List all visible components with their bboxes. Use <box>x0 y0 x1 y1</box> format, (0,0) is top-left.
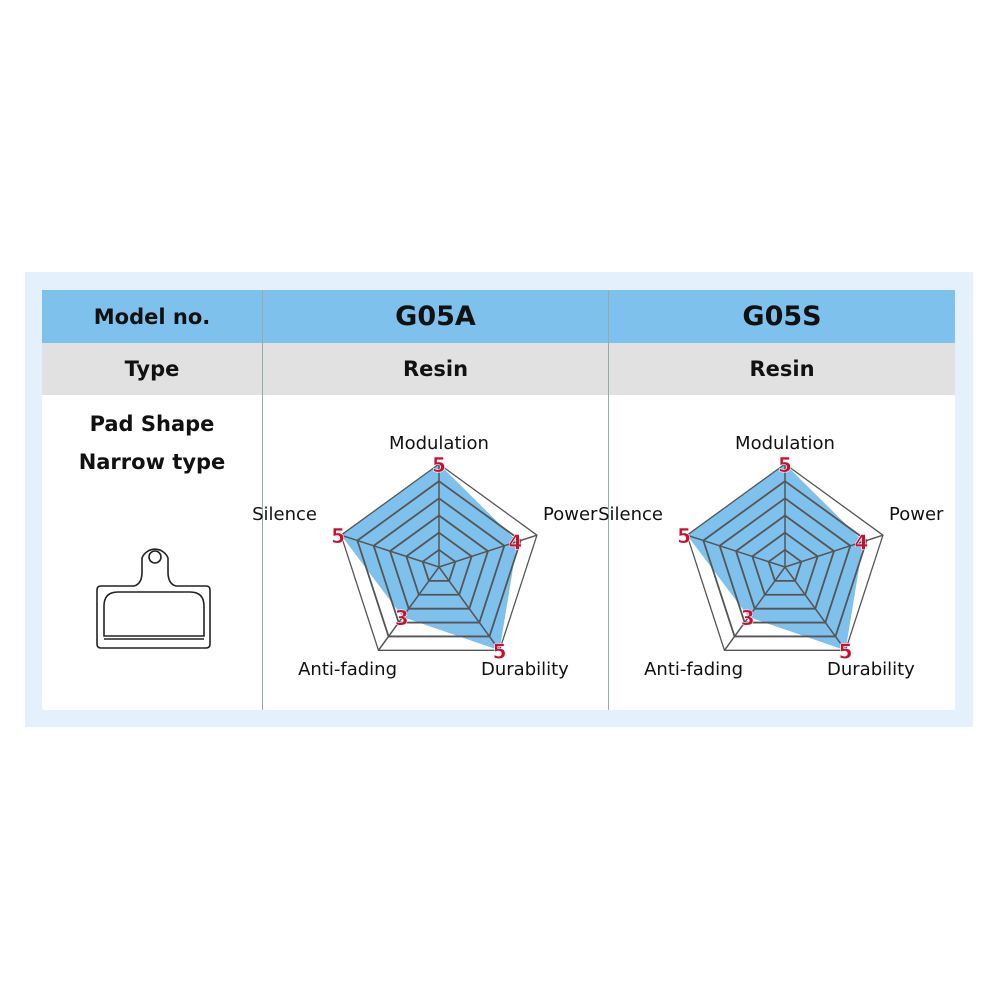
radar-chart-g05s: Modulation5Power4Durability5Anti-fading3… <box>598 433 944 680</box>
value-label: 5 <box>331 524 345 548</box>
value-label: 5 <box>778 453 792 477</box>
value-label: 4 <box>508 531 522 555</box>
type-g05a: Resin <box>263 343 608 395</box>
grid-ring <box>718 497 852 624</box>
axis-label-silence: Silence <box>252 504 317 525</box>
axis-label-modulation: Modulation <box>735 433 835 454</box>
type-label: Type <box>42 343 262 395</box>
grid-ring <box>421 548 457 582</box>
axis-line <box>438 534 538 568</box>
model-g05s-header: G05S <box>609 290 955 343</box>
type-g05s: Resin <box>609 343 955 395</box>
axis-line <box>784 566 847 651</box>
grid-ring <box>702 480 868 638</box>
value-label: 3 <box>741 606 755 630</box>
value-label: 4 <box>854 531 868 555</box>
divider <box>262 290 263 710</box>
axis-line <box>340 534 440 568</box>
axis-label-durability: Durability <box>827 659 915 680</box>
axis-label-power: Power <box>889 504 944 525</box>
axis-line <box>784 534 884 568</box>
grid-ring <box>686 463 884 651</box>
value-label: 5 <box>839 639 853 663</box>
value-label: 5 <box>677 524 691 548</box>
narrow-type-label: Narrow type <box>78 450 226 474</box>
grid-ring <box>405 531 473 596</box>
brake-pad-icon <box>96 548 211 649</box>
grid-ring <box>767 548 803 582</box>
grid-ring <box>356 480 522 638</box>
grid-ring <box>340 463 538 651</box>
axis-label-power: Power <box>543 504 598 525</box>
value-label: 5 <box>493 639 507 663</box>
axis-line <box>438 566 501 651</box>
model-g05a-header: G05A <box>263 290 608 343</box>
value-label: 3 <box>395 606 409 630</box>
divider <box>608 290 609 710</box>
axis-label-anti-fading: Anti-fading <box>298 659 397 680</box>
pad-shape-label: Pad Shape <box>89 412 215 436</box>
axis-label-anti-fading: Anti-fading <box>644 659 743 680</box>
axis-line <box>723 566 786 651</box>
axis-line <box>686 534 786 568</box>
grid-ring <box>388 514 490 610</box>
axis-line <box>377 566 440 651</box>
axis-label-durability: Durability <box>481 659 569 680</box>
model-header-label: Model no. <box>42 290 262 343</box>
axis-label-silence: Silence <box>598 504 663 525</box>
grid-ring <box>751 531 819 596</box>
axis-label-modulation: Modulation <box>389 433 489 454</box>
grid-ring <box>734 514 836 610</box>
radar-chart-g05a: Modulation5Power4Durability5Anti-fading3… <box>252 433 598 680</box>
value-label: 5 <box>432 453 446 477</box>
grid-ring <box>372 497 506 624</box>
